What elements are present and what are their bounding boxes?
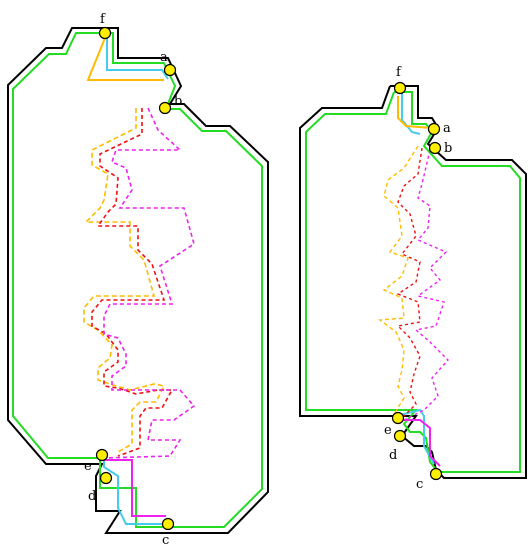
left-vertex-c (161, 517, 175, 531)
left-label-c: c (162, 533, 169, 545)
left-label-f: f (100, 12, 106, 27)
right-label-f: f (396, 65, 402, 80)
left-label-b: b (174, 94, 182, 109)
left-vertex-b (158, 101, 172, 115)
left-vertex-f (98, 26, 112, 40)
left-figure: f a b e d c (7, 12, 269, 545)
right-magenta-zigzag (403, 149, 449, 421)
right-figure: f a b e d c (299, 65, 527, 492)
right-label-d: d (389, 448, 397, 463)
right-label-e: e (384, 423, 392, 438)
left-magenta-bottom (100, 459, 166, 517)
left-green-outline (12, 32, 263, 528)
left-vertex-d (99, 471, 113, 485)
left-vertex-e (95, 448, 109, 462)
right-magenta-bottom (396, 419, 441, 467)
right-cyan-bottom (395, 408, 435, 465)
right-vertex-e (391, 411, 405, 425)
left-label-a: a (160, 50, 168, 65)
left-label-d: d (88, 489, 96, 504)
left-red-zigzag (91, 108, 174, 457)
right-label-b: b (444, 141, 452, 156)
left-magenta-zigzag (103, 107, 196, 459)
left-cyan-path (106, 34, 169, 80)
right-red-zigzag (396, 147, 423, 419)
right-vertex-a (427, 122, 441, 136)
right-vertex-c (429, 467, 443, 481)
right-vertex-f (393, 81, 407, 95)
left-label-e: e (84, 459, 92, 474)
left-vertex-a (163, 63, 177, 77)
left-orange-zigzag (83, 108, 166, 453)
right-orange-top (397, 96, 433, 129)
right-vertex-d (393, 429, 407, 443)
left-cyan-bottom (103, 455, 166, 525)
right-label-a: a (443, 121, 451, 136)
right-label-c: c (416, 477, 423, 492)
left-orange-path (86, 37, 164, 81)
left-outer-outline (7, 27, 269, 534)
right-vertex-b (428, 141, 442, 155)
right-orange-zigzag (378, 145, 419, 415)
